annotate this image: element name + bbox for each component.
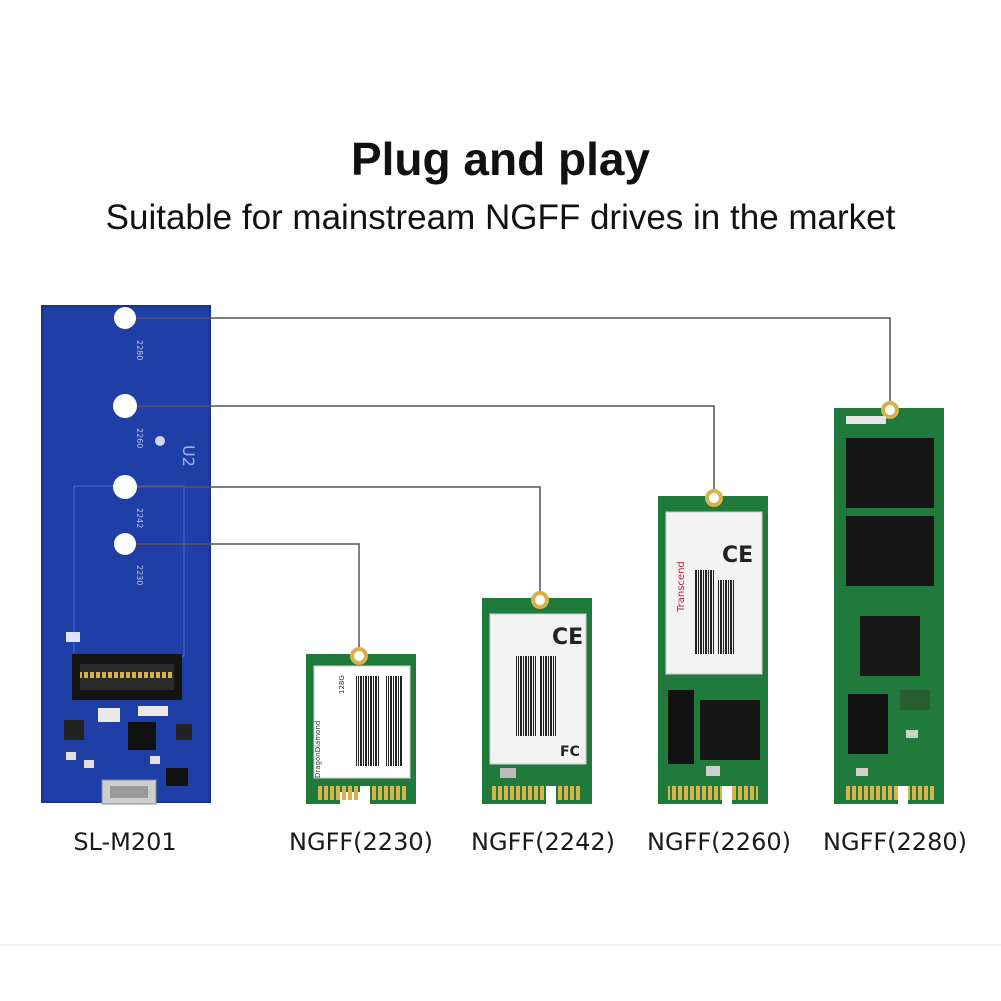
drive-2280 (834, 401, 944, 804)
drive-2242-fcc-mark: FC (560, 744, 580, 760)
svg-text:2280: 2280 (135, 340, 144, 360)
svg-text:2260: 2260 (135, 428, 144, 448)
label-ngff-2280: NGFF(2280) (823, 828, 967, 856)
drive-2230-brand: DragonDiamond (314, 721, 322, 778)
label-sl-m201: SL-M201 (73, 828, 177, 856)
connector-lines (136, 317, 891, 648)
drive-2242: CE FC (482, 591, 592, 804)
adapter-board: U2 2280 2260 2242 2230 (41, 305, 211, 805)
drive-2260-ce-mark: CE (722, 543, 753, 568)
drive-2230-capacity: 128G (338, 675, 346, 694)
svg-text:2242: 2242 (135, 508, 144, 528)
drive-2230: DragonDiamond 128G (306, 647, 416, 804)
drive-2260-brand: Transcend (676, 561, 687, 613)
silkscreen-label: U2 (179, 445, 198, 467)
drive-2260: Transcend CE (658, 489, 768, 804)
mount-hole-2242 (113, 475, 137, 499)
subheadline: Suitable for mainstream NGFF drives in t… (105, 198, 896, 237)
mount-hole-2230 (114, 533, 136, 555)
svg-text:2230: 2230 (135, 565, 144, 585)
drive-2242-ce-mark: CE (552, 625, 583, 650)
mount-hole-2280 (114, 307, 136, 329)
headline: Plug and play (350, 133, 651, 185)
label-ngff-2260: NGFF(2260) (647, 828, 791, 856)
mount-hole-2260 (113, 394, 137, 418)
label-ngff-2242: NGFF(2242) (471, 828, 615, 856)
bottom-divider (0, 944, 1001, 946)
label-ngff-2230: NGFF(2230) (289, 828, 433, 856)
